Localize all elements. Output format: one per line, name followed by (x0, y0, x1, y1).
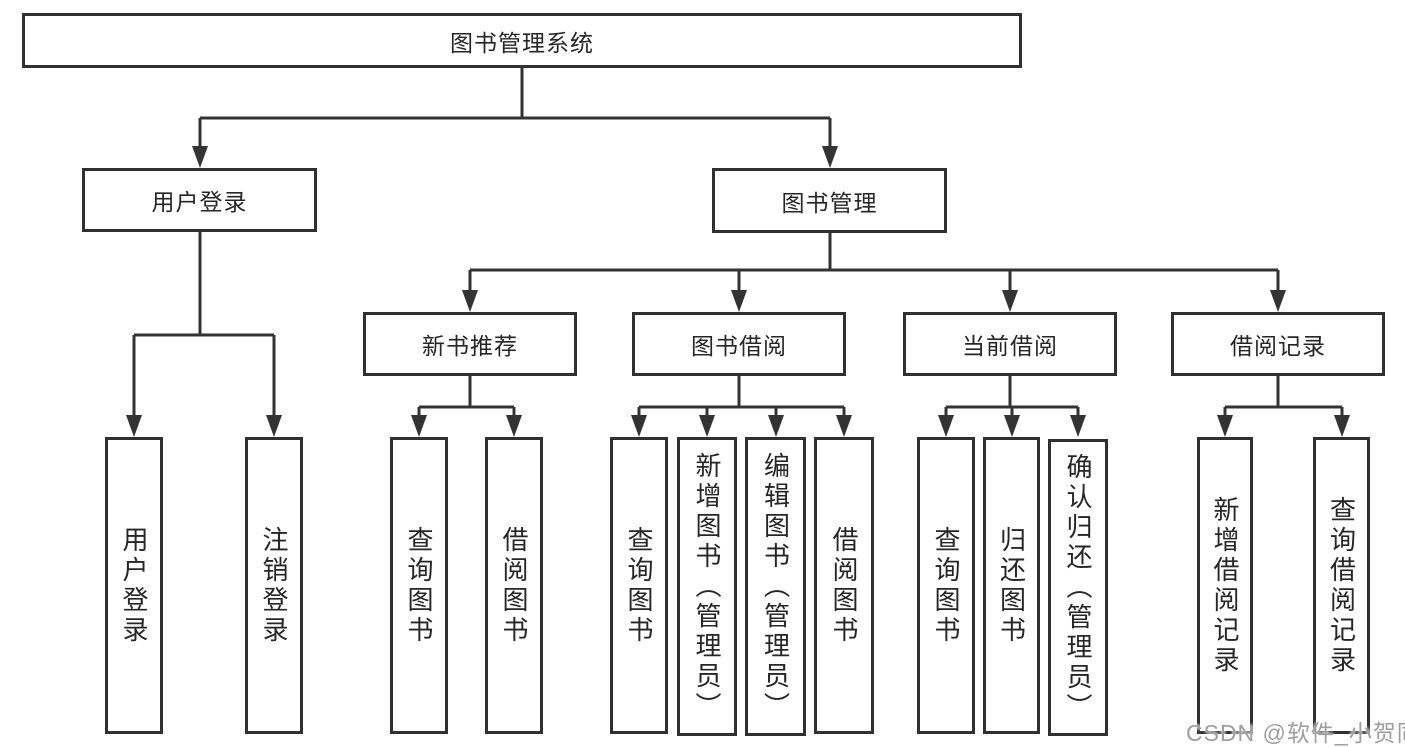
leaf-borrow-books-recommend: 借阅图书 (485, 437, 543, 734)
node-label: 用户登录 (119, 525, 149, 646)
leaf-return-books: 归还图书 (983, 437, 1040, 734)
leaf-query-books-current: 查询图书 (917, 437, 975, 734)
node-root: 图书管理系统 (22, 13, 1022, 68)
node-label: 确认归还（管理员） (1063, 452, 1093, 723)
node-borrowing-records: 借阅记录 (1171, 312, 1385, 376)
leaf-logout: 注销登录 (245, 437, 303, 734)
node-book-borrowing: 图书借阅 (632, 312, 846, 376)
leaf-query-books-borrow: 查询图书 (610, 437, 668, 734)
node-label: 新增借阅记录 (1210, 495, 1240, 676)
node-current-borrowing: 当前借阅 (903, 312, 1117, 376)
node-label: 编辑图书（管理员） (760, 451, 791, 722)
leaf-confirm-return-admin: 确认归还（管理员） (1048, 439, 1108, 736)
node-label: 图书管理 (781, 189, 878, 216)
node-label: 用户登录 (151, 189, 248, 215)
node-label: 查询图书 (404, 525, 434, 646)
node-label: 借阅记录 (1230, 333, 1326, 359)
node-label: 查询图书 (624, 525, 654, 646)
leaf-borrow-books: 借阅图书 (814, 437, 874, 734)
node-label: 借阅图书 (829, 525, 859, 646)
node-user-login: 用户登录 (82, 168, 317, 232)
node-label: 图书借阅 (691, 333, 787, 359)
node-label: 注销登录 (259, 525, 289, 646)
leaf-edit-books-admin: 编辑图书（管理员） (745, 437, 806, 736)
node-label: 新书推荐 (422, 333, 518, 359)
leaf-user-login: 用户登录 (105, 437, 163, 734)
leaf-query-borrow-record: 查询借阅记录 (1313, 437, 1370, 734)
node-new-book-recommendation: 新书推荐 (363, 312, 577, 376)
node-label: 查询借阅记录 (1326, 495, 1357, 676)
node-label: 归还图书 (996, 525, 1027, 646)
leaf-add-books-admin: 新增图书（管理员） (677, 437, 737, 736)
node-label: 新增图书（管理员） (692, 451, 722, 722)
node-book-management: 图书管理 (712, 168, 947, 233)
csdn-watermark: CSDN @软件_小贺同学 (1186, 720, 1405, 746)
node-label: 图书管理系统 (450, 29, 594, 56)
leaf-query-books-recommend: 查询图书 (390, 437, 448, 734)
leaf-add-borrow-record: 新增借阅记录 (1197, 437, 1253, 734)
node-label: 当前借阅 (962, 333, 1058, 359)
node-label: 查询图书 (931, 525, 961, 646)
node-label: 借阅图书 (499, 525, 529, 646)
